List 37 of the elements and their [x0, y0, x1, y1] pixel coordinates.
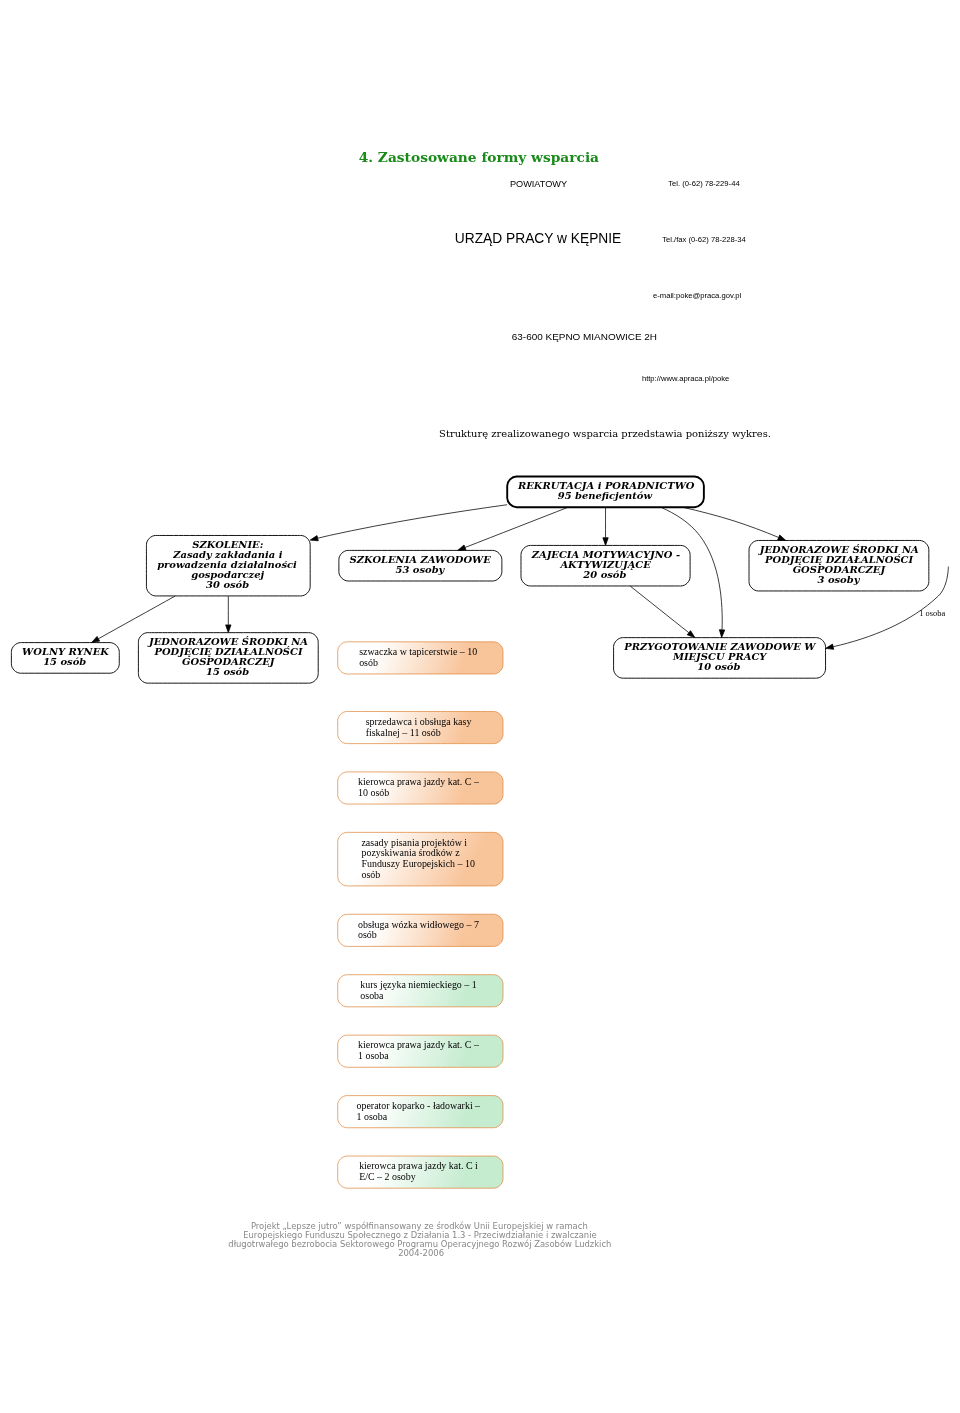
node-box: kierowca prawa jazdy kat. C i E/C – 2 osoby: [337, 1155, 504, 1189]
label: 63-600 KĘPNO MIANOWICE 2H: [511, 330, 658, 342]
arrow: [91, 595, 176, 643]
arrow: [457, 506, 569, 551]
arrow: [682, 506, 787, 541]
label: URZĄD PRACY w KĘPNIE: [454, 231, 622, 247]
arrow: [602, 506, 609, 546]
arrow: [309, 504, 508, 542]
node-box: kurs języka niemieckiego – 1 osoba: [337, 974, 504, 1008]
label: Tel. (0-62) 78-229-44: [668, 179, 740, 189]
node-box: operator koparko - ładowarki – 1 osoba: [337, 1095, 504, 1129]
label: http://www.apraca.pl/poke: [641, 373, 730, 383]
arrow: [825, 566, 949, 650]
node-box: kierowca prawa jazdy kat. C – 10 osób: [337, 771, 504, 805]
node-box: WOLNY RYNEK 15 osób: [10, 642, 120, 674]
node-box: szwaczka w tapicerstwie – 10 osób: [337, 641, 504, 675]
node-box: REKRUTACJA i PORADNICTWO 95 beneficjentów: [506, 475, 705, 509]
arrow: [225, 595, 232, 633]
label: e-mail:poke@praca.gov.pl: [652, 290, 742, 300]
node-box: obsługa wózka widłowego – 7 osób: [337, 913, 504, 947]
node-box: sprzedawca i obsługa kasy fiskalnej – 11 osób: [337, 711, 504, 744]
node-box: zasady pisania projektów i pozyskiwania środków z Funduszy Europejskich – 10 osób: [337, 832, 504, 887]
node-box: PRZYGOTOWANIE ZAWODOWE W MIEJSCU PRACY 10 osób: [613, 637, 826, 679]
arrow: [629, 585, 696, 638]
node-box: ZAJECIA MOTYWACYJNO - AKTYWIZUJĄCE 20 osób: [520, 544, 691, 587]
label: POWIATOWY: [509, 178, 568, 189]
edge-label: 1 osoba: [919, 609, 946, 619]
label: Tel./fax (0-62) 78-228-34: [662, 235, 746, 245]
label: Strukturę zrealizowanego wsparcia przedstawia poniższy wykres.: [439, 428, 772, 440]
node-box: kierowca prawa jazdy kat. C – 1 osoba: [337, 1034, 504, 1068]
arrow: [660, 506, 726, 638]
node-box: SZKOLENIA ZAWODOWE 53 osoby: [338, 549, 503, 582]
node-box: JEDNORAZOWE ŚRODKI NA PODJĘCIĘ DZIAŁALNOŚCI GOSPODARCZEJ 15 osób: [137, 632, 319, 684]
label: Projekt „Lepsze jutro” współfinansowany ze środków Unii Europejskiej w ramach Europejskiego Funduszu Społecznego z Działania 1.3 - Przeciwdziałanie i zwalczanie długotrwałego bezrobocia Sektorowego Programu Operacyjnego Rozwój Zasobów Ludzkich 2004-2006: [228, 1220, 612, 1259]
node-box: JEDNORAZOWE ŚRODKI NA PODJĘCIĘ DZIAŁALNOŚCI GOSPODARCZEJ 3 osoby: [748, 540, 930, 592]
diagram-title: 4. Zastosowane formy wsparcia: [358, 149, 600, 166]
node-box: SZKOLENIE: Zasady zakładania i prowadzenia działalności gospodarczej 30 osób: [145, 535, 311, 597]
